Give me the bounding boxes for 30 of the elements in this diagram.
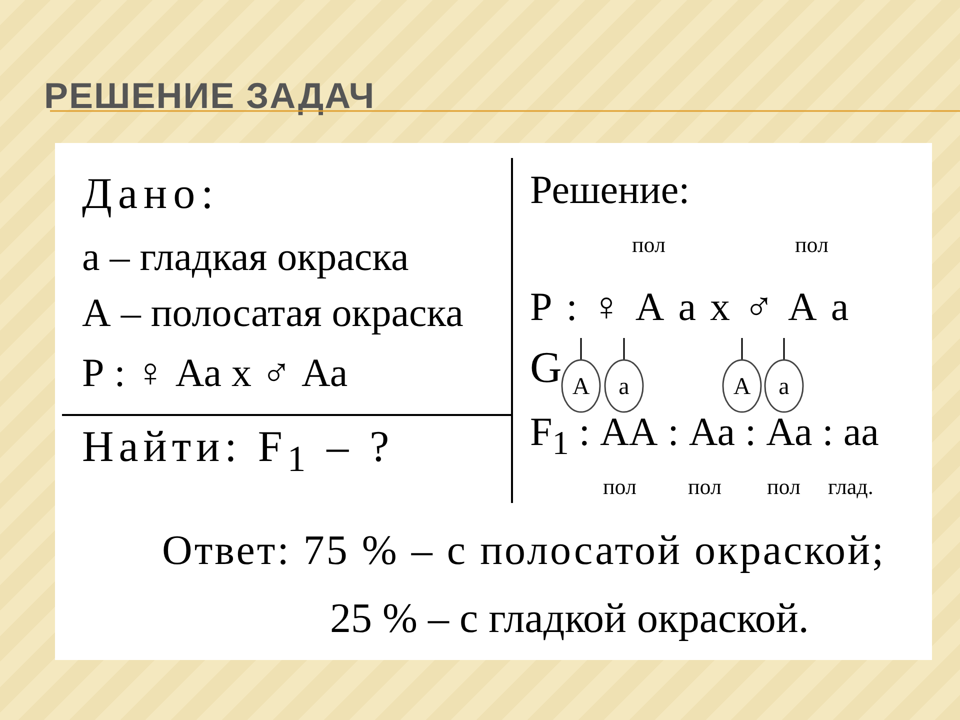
connector-line: [783, 338, 785, 360]
allele-letter: a: [618, 375, 630, 399]
heading: Дано:: [82, 172, 220, 216]
phenotype-note: пол: [688, 476, 722, 498]
offspring-formula: F$_{1}$ : АА : Аа : Аа : аа: [530, 412, 879, 460]
given-line: А – полосатая окраска: [82, 293, 464, 333]
gamete-circle: [604, 359, 644, 413]
answer-line: 25 % – с гладкой окраской.: [330, 598, 809, 640]
phenotype-note: пол: [767, 476, 800, 498]
given-line: а – гладкая окраска: [82, 237, 409, 277]
cross-formula: Р : ♀ Аа х ♂ Аа: [82, 353, 348, 393]
allele-letter: a: [778, 375, 790, 399]
connector-line: [741, 338, 743, 360]
phenotype-note: пол: [603, 476, 636, 498]
phenotype-note: пол: [632, 234, 666, 256]
gamete-circle: [561, 359, 601, 413]
connector-line: [623, 338, 625, 360]
allele-letter: A: [732, 375, 752, 399]
phenotype-note: пол: [795, 234, 828, 256]
gamete-circle: [722, 359, 762, 413]
answer-line: Ответ: 75 % – с полосатой окраской;: [162, 530, 886, 572]
question-line: Найти: F$_{1}$ – ?: [82, 425, 394, 478]
connector-line: [580, 338, 582, 360]
slide-title: РЕШЕНИЕ ЗАДАЧ: [44, 78, 376, 114]
allele-letter: A: [571, 375, 591, 399]
heading: Решение:: [530, 170, 690, 210]
generation-symbol: G: [530, 346, 562, 390]
phenotype-note: глад.: [828, 476, 874, 498]
gamete-circle: [764, 359, 804, 413]
cross-formula: Р : ♀ А а х ♂ А а: [530, 287, 851, 327]
